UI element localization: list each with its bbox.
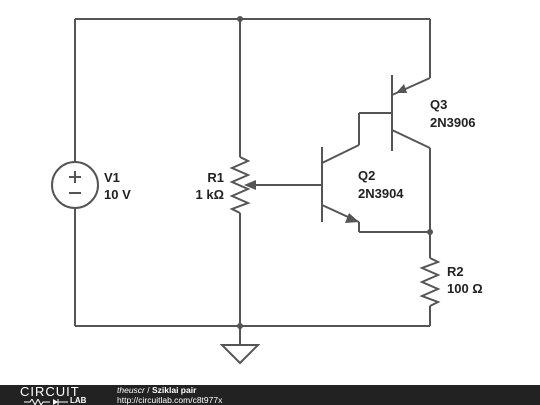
r1-value: 1 kΩ — [196, 187, 225, 202]
junction-top — [237, 16, 243, 22]
title-separator: / — [144, 385, 152, 395]
footer-title-line: theuscr / Sziklai pair — [117, 385, 222, 395]
r2-value: 100 Ω — [447, 281, 483, 296]
r2-label: R2 — [447, 264, 464, 279]
circuit-schematic: V1 10 V R1 1 kΩ Q2 2N3904 Q3 2N3906 R2 1… — [51, 16, 483, 365]
logo-text-lab: LAB — [70, 396, 87, 405]
footer-bar: CIRCUIT LAB theuscr / Sziklai pair http:… — [0, 385, 540, 405]
circuit-url[interactable]: http://circuitlab.com/c8t977x — [117, 395, 223, 405]
footer-info: theuscr / Sziklai pair http://circuitlab… — [117, 385, 222, 405]
q2-value: 2N3904 — [358, 186, 404, 201]
transistor-q2 — [321, 112, 392, 232]
circuit-title[interactable]: Sziklai pair — [151, 385, 197, 395]
transistor-q3 — [391, 75, 431, 151]
potentiometer-r1 — [229, 156, 322, 214]
r1-label: R1 — [207, 170, 224, 185]
junction-q2-emitter — [427, 229, 433, 235]
q3-label: Q3 — [430, 97, 447, 112]
junction-bottom — [237, 323, 243, 329]
q3-value: 2N3906 — [430, 115, 476, 130]
logo-text-circuit: CIRCUIT — [20, 384, 80, 399]
q2-label: Q2 — [358, 168, 375, 183]
ground-symbol — [219, 344, 261, 365]
author-name[interactable]: theuscr — [117, 385, 145, 395]
v1-label: V1 — [104, 170, 120, 185]
v1-value: 10 V — [104, 187, 131, 202]
logo-waveform-icon — [24, 399, 68, 405]
voltage-source-v1 — [51, 161, 99, 209]
wires — [74, 18, 431, 345]
circuitlab-logo: CIRCUIT LAB — [20, 385, 96, 405]
resistor-r2 — [419, 257, 441, 307]
